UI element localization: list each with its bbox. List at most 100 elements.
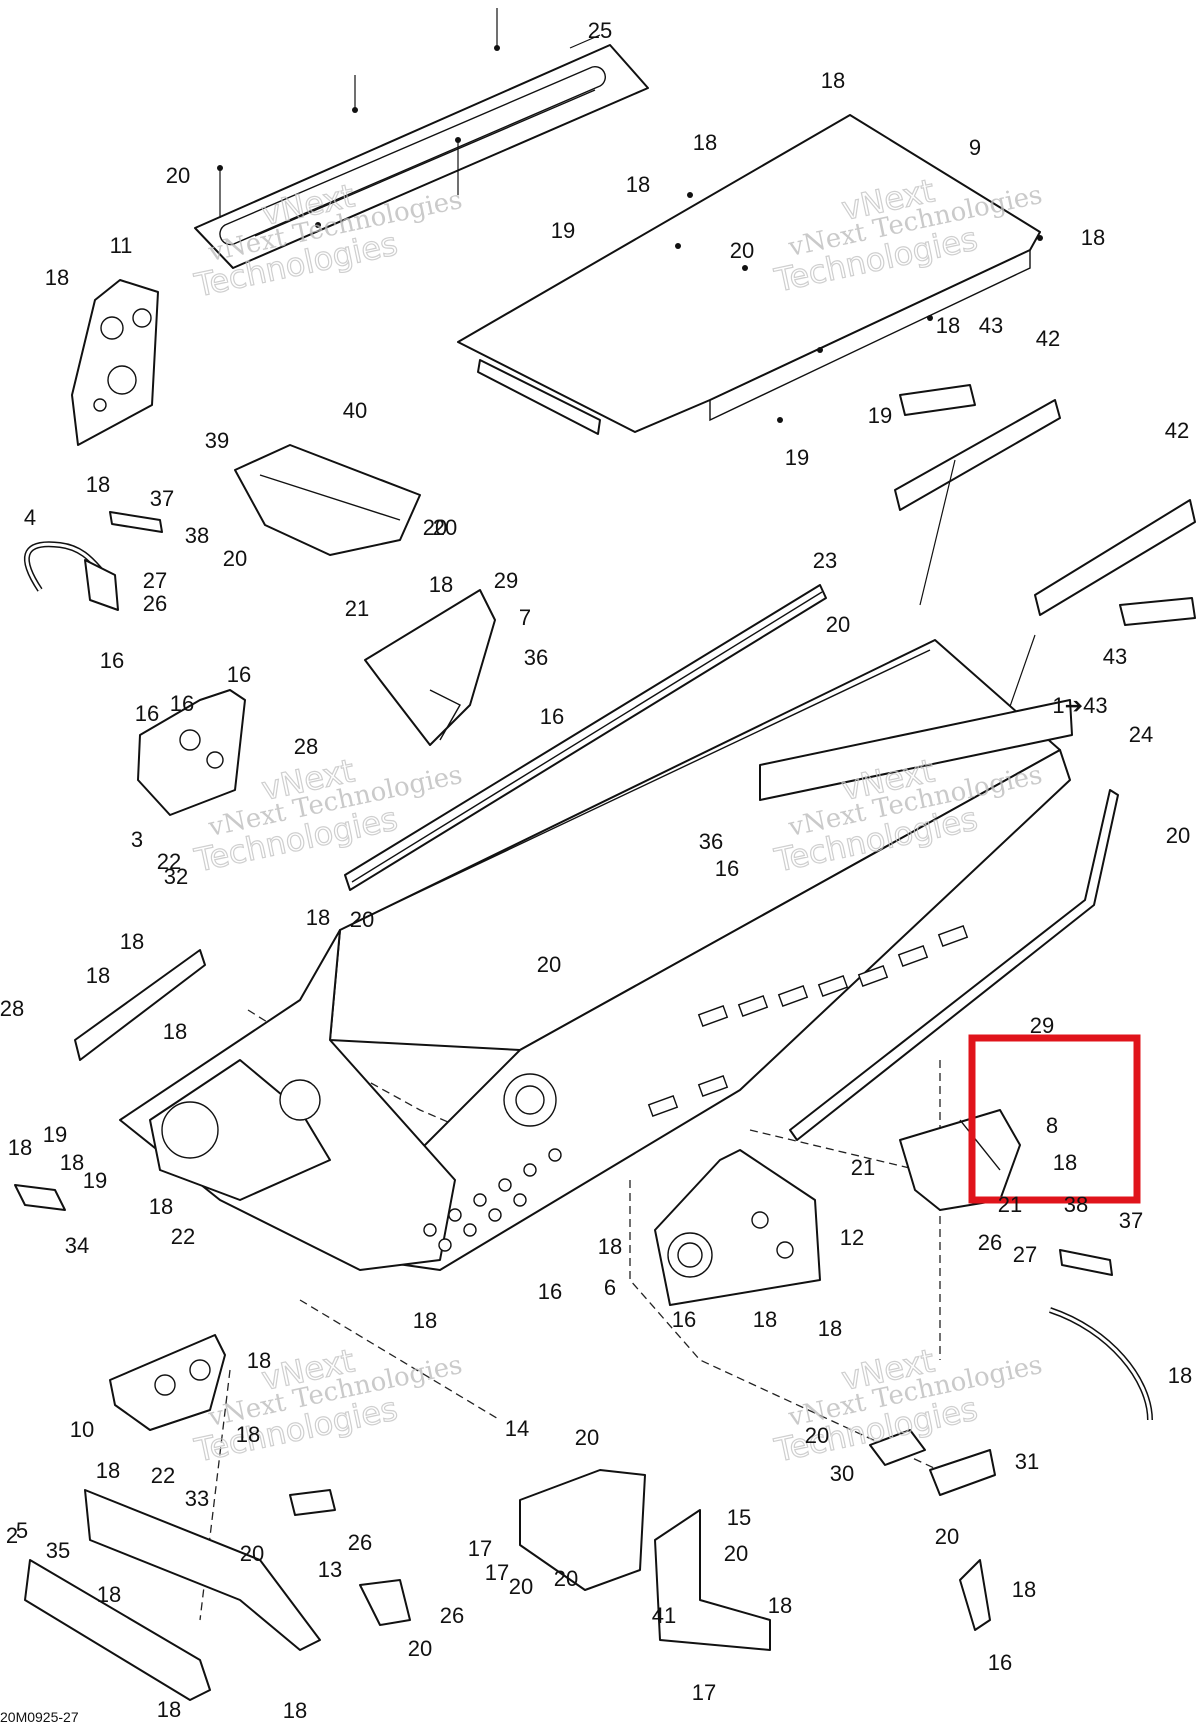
callout-number: 20: [537, 952, 561, 977]
callout-number: 20: [350, 907, 374, 932]
callout-number: 16: [538, 1279, 562, 1304]
callout-number: 34: [65, 1233, 89, 1258]
main-tunnel: [119, 639, 1073, 1271]
part-11-bracket: [71, 279, 159, 446]
part-5-handle: [1049, 1249, 1153, 1421]
callout-number: 18: [45, 265, 69, 290]
callout-number: 18: [693, 130, 717, 155]
callout-number: 6: [604, 1275, 616, 1300]
callout-number: 18: [8, 1135, 32, 1160]
right-lower-parts: [519, 1429, 996, 1651]
callout-number: 18: [626, 172, 650, 197]
callout-number: 21: [345, 596, 369, 621]
highlight-box: [968, 1034, 1141, 1204]
callout-number: 16: [135, 701, 159, 726]
callout-number: 23: [813, 548, 837, 573]
callout-number: 7: [519, 605, 531, 630]
callout-number: 35: [46, 1538, 70, 1563]
callout-number: 19: [43, 1122, 67, 1147]
callout-number: 18: [86, 472, 110, 497]
part-4-handle: [23, 511, 163, 611]
callout-number: 16: [540, 704, 564, 729]
callout-number: 18: [598, 1234, 622, 1259]
callout-number: 19: [868, 403, 892, 428]
part-3-bracket: [137, 689, 246, 816]
callout-number: 20: [1166, 823, 1190, 848]
callout-number: 20: [935, 1524, 959, 1549]
callout-number: 18: [306, 905, 330, 930]
callout-number: 42: [1165, 418, 1189, 443]
callout-number: 27: [143, 568, 167, 593]
callout-number: 20: [554, 1566, 578, 1591]
callout-number: 20: [433, 515, 457, 540]
callout-number: 28: [294, 734, 318, 759]
callout-number: 20: [166, 163, 190, 188]
callout-number: 29: [1030, 1013, 1054, 1038]
callout-number: 16: [715, 856, 739, 881]
part-39-bracket: [234, 444, 421, 556]
callout-number: 16: [227, 662, 251, 687]
callout-number: 18: [236, 1422, 260, 1447]
callout-number: 19: [551, 218, 575, 243]
callout-number: 17: [468, 1536, 492, 1561]
parts-42-43-strips: [894, 384, 1196, 736]
callout-number: 18: [768, 1593, 792, 1618]
callout-number: 9: [969, 135, 981, 160]
callout-number: 18: [1012, 1577, 1036, 1602]
callout-number: 8: [1046, 1113, 1058, 1138]
callout-number: 10: [70, 1417, 94, 1442]
callout-number: 22: [157, 849, 181, 874]
callout-number: 20: [509, 1574, 533, 1599]
callout-number: 18: [413, 1308, 437, 1333]
callout-number: 40: [343, 398, 367, 423]
figure-code: 20M0925-27: [0, 1709, 79, 1725]
callout-number: 18: [1168, 1363, 1192, 1388]
callout-number: 18: [283, 1698, 307, 1723]
callout-number: 12: [840, 1225, 864, 1250]
callout-number: 20: [240, 1541, 264, 1566]
callout-number: 26: [143, 591, 167, 616]
callout-number: 36: [524, 645, 548, 670]
callout-number: 13: [318, 1557, 342, 1582]
callout-number: 31: [1015, 1449, 1039, 1474]
callout-number: 18: [818, 1316, 842, 1341]
callout-number: 11: [110, 233, 133, 258]
callout-number: 25: [588, 18, 612, 43]
callout-number: 18: [429, 572, 453, 597]
callout-number: 18: [149, 1194, 173, 1219]
callout-number: 18: [1053, 1150, 1077, 1175]
callout-number: 4: [24, 505, 36, 530]
callout-number: 19: [83, 1168, 107, 1193]
callout-number: 42: [1036, 326, 1060, 351]
callout-number: 18: [60, 1150, 84, 1175]
callout-number: 18: [120, 929, 144, 954]
callout-number: 26: [348, 1530, 372, 1555]
part-25-top-strip: [194, 8, 649, 269]
callout-number: 18: [157, 1697, 181, 1722]
callout-number: 20: [805, 1423, 829, 1448]
callout-number: 18: [163, 1019, 187, 1044]
callout-number: 16: [672, 1307, 696, 1332]
callout-number: 27: [1013, 1242, 1037, 1267]
callout-number: 32: [164, 864, 188, 889]
callout-number: 30: [830, 1461, 854, 1486]
callout-number: 18: [753, 1307, 777, 1332]
callout-number: 24: [1129, 722, 1153, 747]
callout-number: 21: [998, 1192, 1022, 1217]
callout-number: 20: [408, 1636, 432, 1661]
callout-number: 18: [86, 963, 110, 988]
callout-number: 14: [505, 1416, 529, 1441]
part-9-tray: [457, 114, 1043, 435]
callout-number: 17: [692, 1680, 716, 1705]
callout-number: 5: [16, 1518, 28, 1543]
part-7-bracket: [364, 589, 496, 746]
callout-number: 20: [423, 515, 447, 540]
callout-number: 38: [1064, 1192, 1088, 1217]
callout-number: 21: [851, 1155, 875, 1180]
callout-number: 36: [699, 829, 723, 854]
callout-number: 2: [6, 1523, 18, 1548]
callout-number: 17: [485, 1560, 509, 1585]
rails-23-24: [344, 584, 1119, 1141]
